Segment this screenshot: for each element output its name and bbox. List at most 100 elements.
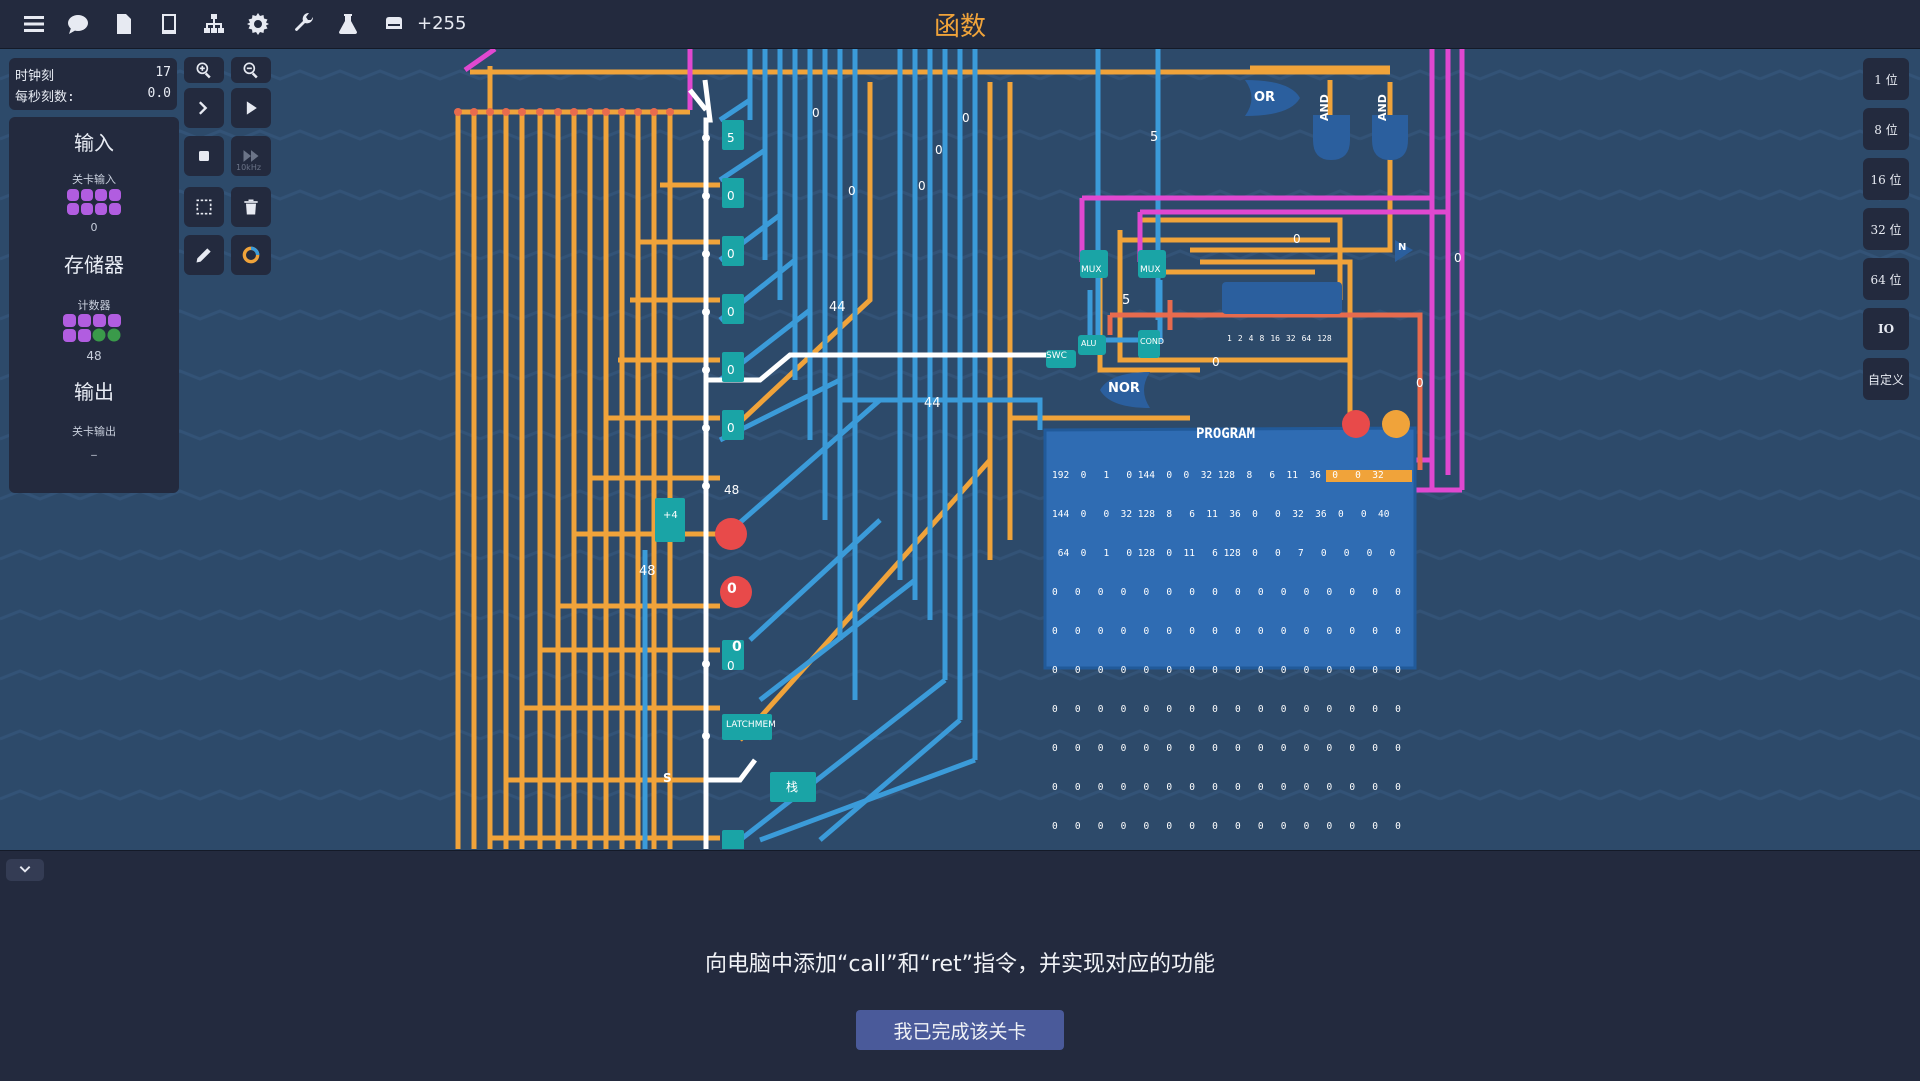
alu-component[interactable]: ALU — [1081, 339, 1097, 348]
bit-size-32[interactable]: 32 位 — [1863, 208, 1909, 250]
program-row: 0 0 0 0 0 0 0 0 0 0 0 0 0 0 0 0 — [1052, 704, 1401, 715]
register-value: 0 — [727, 189, 735, 203]
collapse-button[interactable] — [6, 859, 44, 881]
io-button[interactable]: IO — [1863, 308, 1909, 350]
tps-label: 每秒刻数: — [15, 90, 75, 105]
play-button[interactable] — [231, 88, 271, 128]
and-gate[interactable]: AND — [1376, 94, 1389, 121]
zoom-in-button[interactable] — [184, 57, 224, 83]
swc-component[interactable]: SWC — [1046, 351, 1067, 361]
not-gate[interactable]: N — [1398, 242, 1407, 253]
program-row: 192 0 1 0 144 0 0 32 128 8 6 11 36 0 0 3… — [1052, 470, 1384, 481]
register-value: 5 — [727, 131, 735, 145]
latch-memory[interactable]: LATCHMEM — [726, 720, 776, 730]
chevron-down-icon — [19, 866, 31, 873]
custom-button[interactable]: 自定义 — [1863, 358, 1909, 400]
or-gate[interactable]: OR — [1254, 90, 1276, 105]
wire-label: 0 — [962, 111, 970, 125]
stack-component[interactable]: 栈 — [786, 780, 799, 794]
selection-icon — [196, 199, 212, 215]
pencil-tool-button[interactable] — [184, 235, 224, 275]
register-label: 48 — [724, 483, 740, 497]
counter-label: 计数器 — [77, 299, 111, 312]
wire-label: 0 — [935, 143, 943, 157]
hierarchy-icon[interactable] — [200, 10, 228, 38]
mux-component[interactable]: MUX — [1081, 265, 1102, 275]
stop-icon — [199, 151, 209, 161]
input-section-title: 输入 — [74, 131, 114, 155]
bit-size-64[interactable]: 64 位 — [1863, 258, 1909, 300]
document-icon[interactable] — [110, 10, 138, 38]
level-input-component[interactable] — [67, 189, 123, 217]
wire-label: 0 — [1416, 376, 1424, 390]
bit-label: 128 — [1317, 334, 1332, 343]
tps-value: 0.0 — [147, 86, 171, 101]
component-panel: 输入 关卡输入 0 存储器 计数器 48 输出 关卡输出 _ — [9, 117, 179, 493]
trash-icon — [244, 199, 258, 215]
adder-plus4[interactable]: +4 — [663, 510, 678, 521]
and-gate[interactable]: AND — [1318, 94, 1331, 121]
storage-section-title: 存储器 — [64, 253, 124, 277]
top-bar: +255 函数 — [0, 0, 1920, 49]
fast-forward-button[interactable]: 10kHz — [231, 136, 271, 176]
level-complete-button[interactable]: 我已完成该关卡 — [856, 1010, 1064, 1050]
pencil-icon — [196, 248, 211, 263]
bit-size-8[interactable]: 8 位 — [1863, 108, 1909, 150]
counter-component[interactable] — [63, 314, 125, 344]
program-row: 0 0 0 0 0 0 0 0 0 0 0 0 0 0 0 0 — [1052, 743, 1401, 754]
play-icon — [246, 101, 257, 115]
level-input-value: 0 — [90, 221, 98, 234]
level-output-value[interactable]: _ — [91, 443, 97, 456]
bit-label: 4 — [1248, 334, 1254, 343]
select-tool-button[interactable] — [184, 187, 224, 227]
zoom-out-icon — [243, 62, 258, 79]
wire-label: 44 — [829, 300, 846, 315]
counter-value: 0 — [732, 639, 742, 655]
level-input-label: 关卡输入 — [72, 173, 116, 186]
chat-icon[interactable] — [64, 10, 92, 38]
wire-label: 0 — [1293, 232, 1301, 246]
circuit-canvas[interactable]: PROGRAM 192 0 1 0 144 0 0 32 128 8 6 11 … — [0, 49, 1920, 849]
mux-component[interactable]: MUX — [1140, 265, 1161, 275]
bit-label: 8 — [1259, 334, 1265, 343]
wire-label: 0 — [812, 106, 820, 120]
cond-component[interactable]: COND — [1140, 337, 1165, 346]
output-section-title: 输出 — [74, 380, 114, 404]
program-row: 0 0 0 0 0 0 0 0 0 0 0 0 0 0 0 0 — [1052, 782, 1401, 793]
program-row: 144 0 0 32 128 8 6 11 36 0 0 32 36 0 0 4… — [1052, 509, 1390, 520]
zoom-out-button[interactable] — [231, 57, 271, 83]
hdd-icon[interactable] — [380, 10, 408, 38]
color-wheel-icon — [242, 246, 260, 264]
stop-button[interactable] — [184, 136, 224, 176]
gear-icon[interactable] — [244, 10, 272, 38]
wire-label: 0 — [1212, 355, 1220, 369]
color-tool-button[interactable] — [231, 235, 271, 275]
flask-icon[interactable] — [334, 10, 362, 38]
register-value: 0 — [727, 247, 735, 261]
bit-size-16[interactable]: 16 位 — [1863, 158, 1909, 200]
program-title: PROGRAM — [1196, 426, 1256, 442]
bit-label: 2 — [1237, 334, 1243, 343]
level-description-panel: 向电脑中添加“call”和“ret”指令，并实现对应的功能 我已完成该关卡 — [0, 850, 1920, 1081]
menu-icon[interactable] — [20, 10, 48, 38]
delete-button[interactable] — [231, 187, 271, 227]
score-counter: +255 — [417, 13, 467, 34]
clock-panel: 时钟刻 17 每秒刻数: 0.0 — [9, 58, 177, 110]
fast-forward-icon — [243, 150, 259, 162]
wire-label: 0 — [1454, 251, 1462, 265]
switch-s[interactable]: S — [663, 771, 672, 785]
wrench-icon[interactable] — [290, 10, 318, 38]
counter-value: 48 — [86, 349, 102, 363]
tick-label: 时钟刻 — [15, 69, 55, 84]
program-memory[interactable]: 192 0 1 0 144 0 0 32 128 8 6 11 36 0 0 3… — [1052, 443, 1401, 849]
step-button[interactable] — [184, 88, 224, 128]
program-row: 0 0 0 0 0 0 0 0 0 0 0 0 0 0 0 0 — [1052, 665, 1401, 676]
book-icon[interactable] — [155, 10, 183, 38]
bit-splitter[interactable]: 1 2 4 8 16 32 64 128 — [1227, 334, 1332, 343]
circuit-drawing — [0, 49, 1920, 849]
register-value: 0 — [727, 305, 735, 319]
register-value: 0 — [727, 363, 735, 377]
wire-label: 44 — [924, 396, 941, 411]
nor-gate[interactable]: NOR — [1108, 381, 1140, 396]
bit-size-1[interactable]: 1 位 — [1863, 58, 1909, 100]
